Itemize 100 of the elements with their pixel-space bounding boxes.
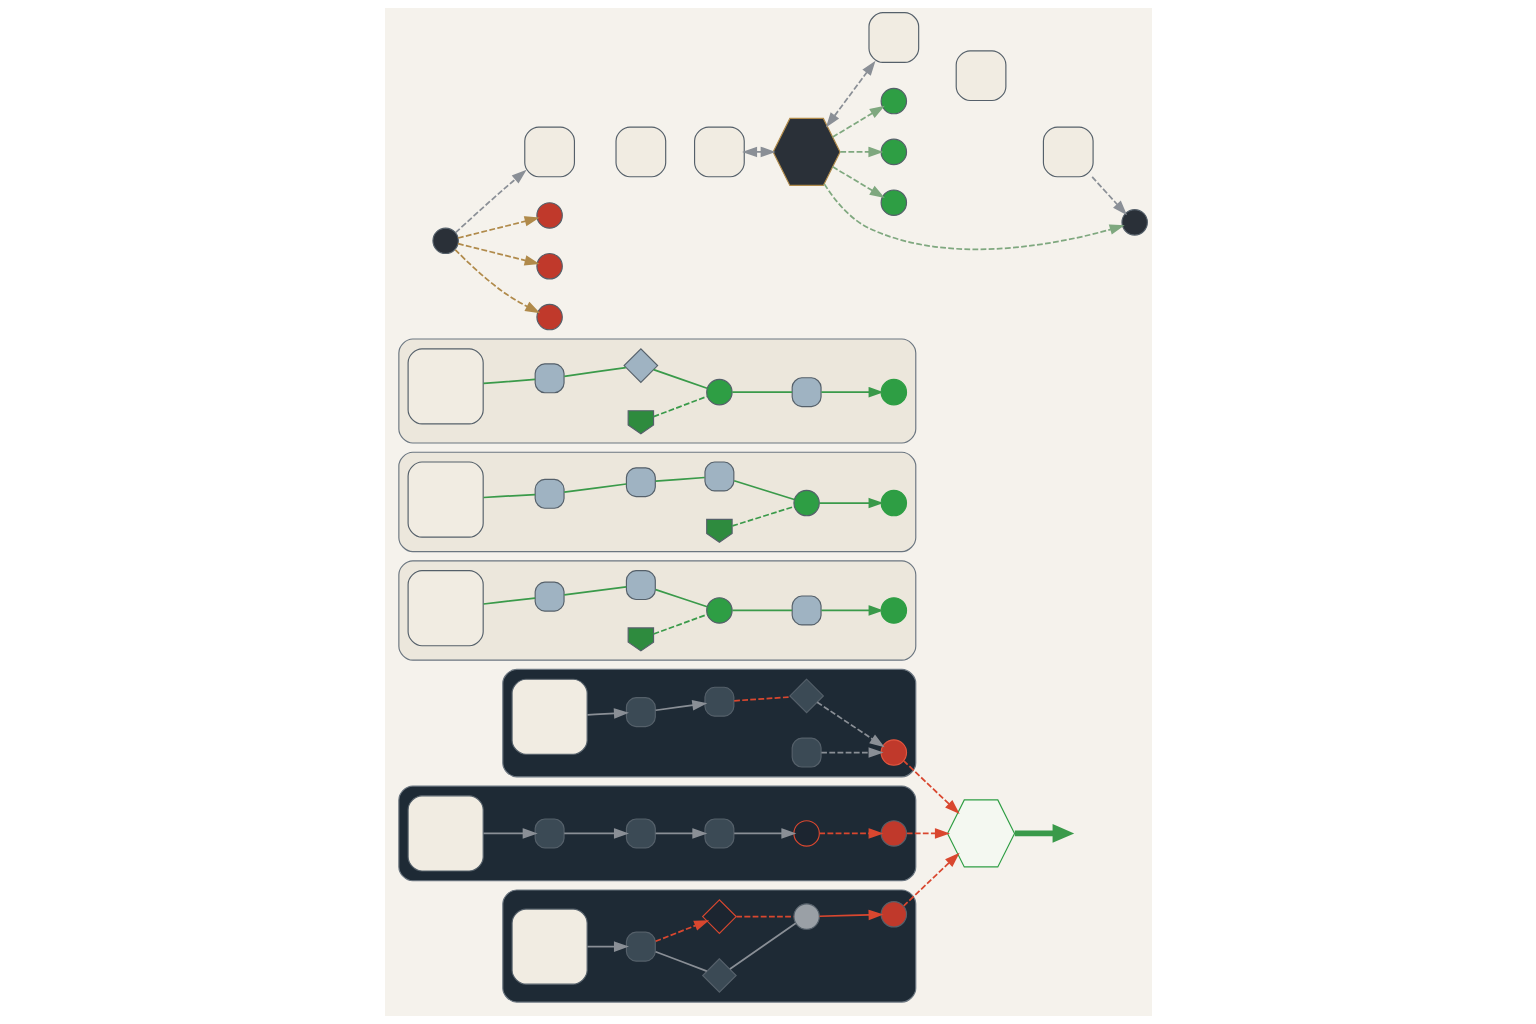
node-box (867, 12, 919, 63)
cluster (397, 451, 916, 553)
node-circle (705, 378, 733, 406)
node-diamond (701, 899, 737, 935)
node-circle (880, 489, 907, 517)
node-circle (1120, 209, 1148, 236)
arrow (831, 105, 885, 138)
node-circle (880, 87, 907, 115)
connector (562, 366, 627, 378)
node-box (791, 595, 822, 626)
arrow (818, 909, 884, 921)
connector (728, 922, 797, 970)
node-box (407, 570, 484, 647)
node-circle (880, 820, 907, 847)
arrow (654, 700, 707, 712)
node-box (511, 678, 588, 755)
arrow (562, 828, 629, 839)
cluster (501, 668, 916, 778)
arrow (654, 828, 707, 839)
arrow (818, 497, 884, 509)
node-circle (792, 903, 820, 930)
connector (731, 609, 793, 612)
node-box (614, 126, 666, 178)
node-circle (880, 739, 907, 766)
node-box (523, 126, 575, 178)
node-circle (431, 227, 459, 255)
node-diamond (622, 348, 658, 384)
node-shield (627, 627, 654, 652)
node-box (693, 126, 745, 178)
node-circle (880, 900, 907, 928)
cluster (397, 338, 916, 444)
arrow (741, 146, 776, 158)
arrow (654, 920, 709, 943)
node-box (955, 50, 1006, 102)
node-circle (535, 303, 563, 331)
cluster (397, 785, 916, 882)
node-box (407, 348, 484, 425)
arrow (825, 60, 876, 128)
arrow (831, 166, 885, 198)
node-circle (792, 820, 820, 847)
node-box (534, 478, 565, 509)
arrow (456, 242, 540, 266)
node-box (703, 686, 734, 717)
arrow (456, 216, 540, 239)
arrow (823, 183, 1125, 251)
arrow (818, 828, 884, 839)
node-box (625, 818, 656, 849)
cluster (397, 560, 916, 661)
node-diamond (701, 957, 737, 994)
node-circle (880, 378, 907, 406)
node-box (1042, 126, 1094, 178)
node-circle (880, 597, 907, 624)
node-shield (627, 410, 654, 435)
node-box (625, 570, 656, 601)
node-diamond (788, 678, 824, 714)
node-box (625, 697, 656, 728)
node-circle (535, 252, 563, 280)
node-hexagon (771, 117, 841, 186)
connector (562, 585, 627, 596)
connector (652, 613, 708, 635)
arrow (586, 941, 629, 952)
cluster (501, 889, 916, 1003)
arrow (454, 169, 527, 234)
node-circle (792, 489, 820, 517)
arrow (586, 708, 629, 719)
node-circle (880, 138, 907, 166)
connector (482, 493, 536, 499)
node-box (625, 467, 656, 498)
node-box (791, 737, 822, 768)
connector (732, 479, 795, 501)
node-box (703, 461, 734, 492)
arrow (1090, 176, 1127, 216)
node-circle (880, 189, 907, 216)
node-box (534, 581, 565, 612)
node-box (407, 461, 484, 538)
arrow (902, 760, 960, 815)
arrow (1014, 823, 1074, 843)
node-box (534, 818, 565, 849)
connector (654, 588, 708, 608)
node-box (407, 795, 484, 872)
connector (482, 378, 536, 385)
node-box (534, 363, 565, 394)
connector (654, 950, 708, 972)
arrow (820, 605, 884, 616)
connector (652, 368, 708, 390)
arrow (839, 146, 883, 158)
connector (735, 915, 794, 918)
connector (562, 483, 627, 493)
node-circle (705, 597, 733, 624)
arrow (820, 747, 884, 758)
connector (652, 395, 708, 418)
connector (732, 696, 792, 702)
node-circle (535, 202, 563, 229)
arrow (482, 828, 538, 839)
node-box (511, 908, 588, 985)
arrow (905, 828, 950, 839)
connector (731, 391, 793, 394)
connector (482, 597, 536, 605)
arrow (820, 386, 884, 398)
node-shield (705, 518, 733, 544)
